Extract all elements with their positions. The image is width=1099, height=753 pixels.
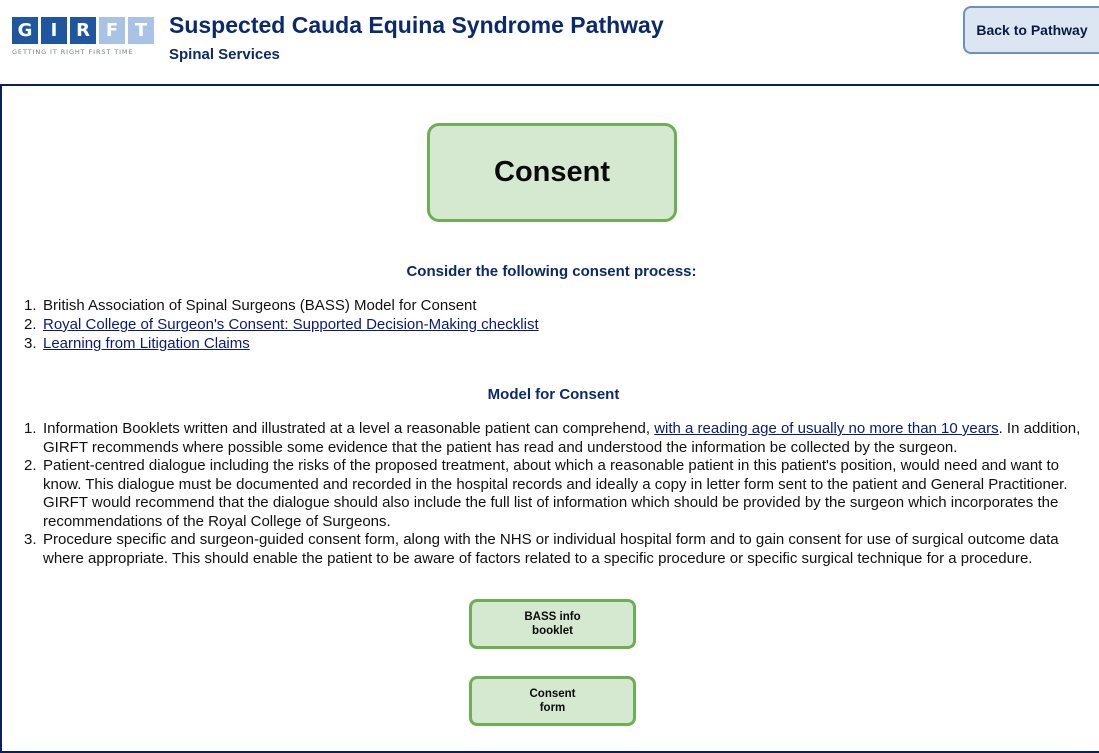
- list-number: 2.: [24, 457, 37, 474]
- process-heading: Consider the following consent process:: [406, 263, 697, 280]
- dialogue-text: Patient-centred dialogue including the r…: [43, 457, 1068, 530]
- logo-tile: I: [41, 17, 67, 44]
- list-number: 2.: [24, 316, 37, 333]
- page-header: G I R F T GETTING IT RIGHT FIRST TIME Su…: [0, 0, 1099, 84]
- page-title: Suspected Cauda Equina Syndrome Pathway: [169, 12, 664, 38]
- rcs-checklist-link[interactable]: Royal College of Surgeon's Consent: Supp…: [43, 316, 539, 333]
- logo-tile: F: [99, 17, 125, 44]
- logo-tiles: G I R F T: [12, 17, 158, 44]
- consent-form-button[interactable]: Consent form: [469, 676, 636, 726]
- list-item: 3. Learning from Litigation Claims: [24, 334, 539, 353]
- girft-logo: G I R F T GETTING IT RIGHT FIRST TIME: [12, 17, 158, 59]
- logo-tile: T: [128, 17, 154, 44]
- bass-model-text: British Association of Spinal Surgeons (…: [43, 297, 477, 314]
- bass-info-booklet-label: BASS info booklet: [524, 611, 581, 637]
- consent-form-text: Procedure specific and surgeon-guided co…: [43, 531, 1059, 567]
- list-number: 3.: [24, 531, 37, 548]
- consent-title-box: Consent: [427, 123, 677, 222]
- content-panel: Consent Consider the following consent p…: [0, 84, 1099, 753]
- list-item: 3. Procedure specific and surgeon-guided…: [24, 531, 1099, 568]
- booklet-text: Information Booklets written and illustr…: [43, 420, 655, 437]
- list-item: 2. Patient-centred dialogue including th…: [24, 457, 1099, 531]
- booklet-text-cont: . In addition, GIRFT recommends where po…: [43, 420, 1081, 456]
- logo-tile: R: [70, 17, 96, 44]
- back-to-pathway-button[interactable]: Back to Pathway: [963, 6, 1099, 54]
- model-heading: Model for Consent: [487, 386, 620, 403]
- list-number: 1.: [24, 420, 37, 437]
- logo-tagline: GETTING IT RIGHT FIRST TIME: [12, 48, 134, 56]
- consent-form-label: Consent form: [529, 688, 576, 714]
- list-number: 3.: [24, 335, 37, 352]
- logo-tile: G: [12, 17, 38, 44]
- bass-info-booklet-button[interactable]: BASS info booklet: [469, 599, 636, 649]
- list-item: 1. Information Booklets written and illu…: [24, 420, 1099, 457]
- list-number: 1.: [24, 297, 37, 314]
- litigation-claims-link[interactable]: Learning from Litigation Claims: [43, 335, 250, 352]
- list-item: 2. Royal College of Surgeon's Consent: S…: [24, 315, 539, 334]
- reading-age-link[interactable]: with a reading age of usually no more th…: [654, 420, 999, 437]
- list-item: 1. British Association of Spinal Surgeon…: [24, 296, 539, 315]
- model-list: 1. Information Booklets written and illu…: [24, 420, 1099, 568]
- page-subtitle: Spinal Services: [169, 46, 280, 63]
- process-list: 1. British Association of Spinal Surgeon…: [24, 296, 539, 353]
